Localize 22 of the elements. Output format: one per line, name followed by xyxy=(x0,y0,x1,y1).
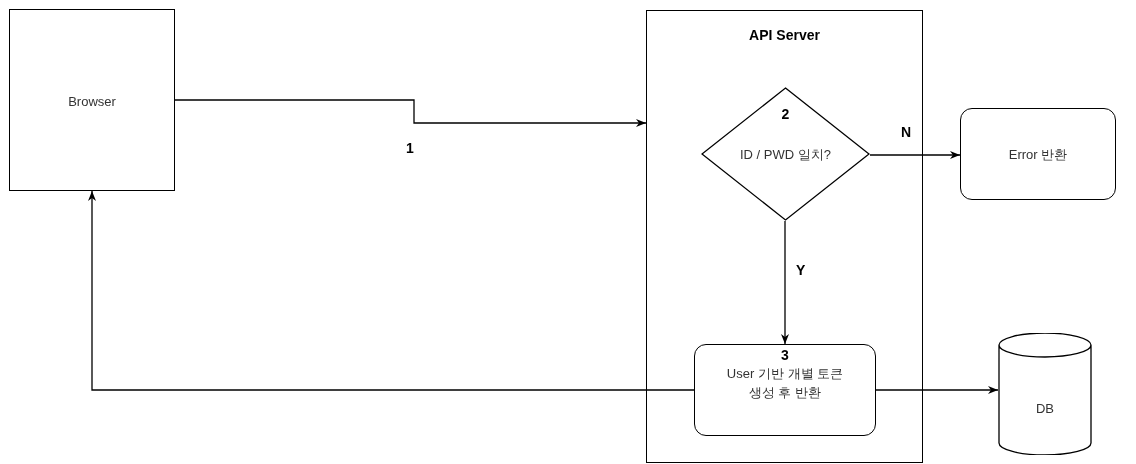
step-number: 3 xyxy=(780,346,790,365)
node-text: DB xyxy=(1034,400,1056,418)
process-box xyxy=(960,108,1116,200)
arrow xyxy=(781,220,789,345)
step-number: 2 xyxy=(780,105,791,124)
node-text: Error 반환 xyxy=(1007,146,1069,164)
edge-label: 1 xyxy=(404,140,416,156)
database-cylinder xyxy=(998,333,1092,455)
browser-box xyxy=(9,9,175,191)
arrow xyxy=(869,151,961,159)
node-text: API Server xyxy=(748,26,821,45)
node-text: ID / PWD 일치? xyxy=(739,146,832,164)
arrow xyxy=(875,386,999,394)
arrow xyxy=(88,190,695,391)
server-container xyxy=(646,10,923,463)
node-text: User 기반 개별 토큰 생성 후 반환 xyxy=(725,365,845,402)
arrow xyxy=(174,99,647,127)
node-text: Browser xyxy=(67,93,117,111)
process-box xyxy=(694,344,876,436)
decision-diamond xyxy=(701,87,870,221)
edge-label: N xyxy=(899,124,914,140)
edge-label: Y xyxy=(794,262,808,278)
